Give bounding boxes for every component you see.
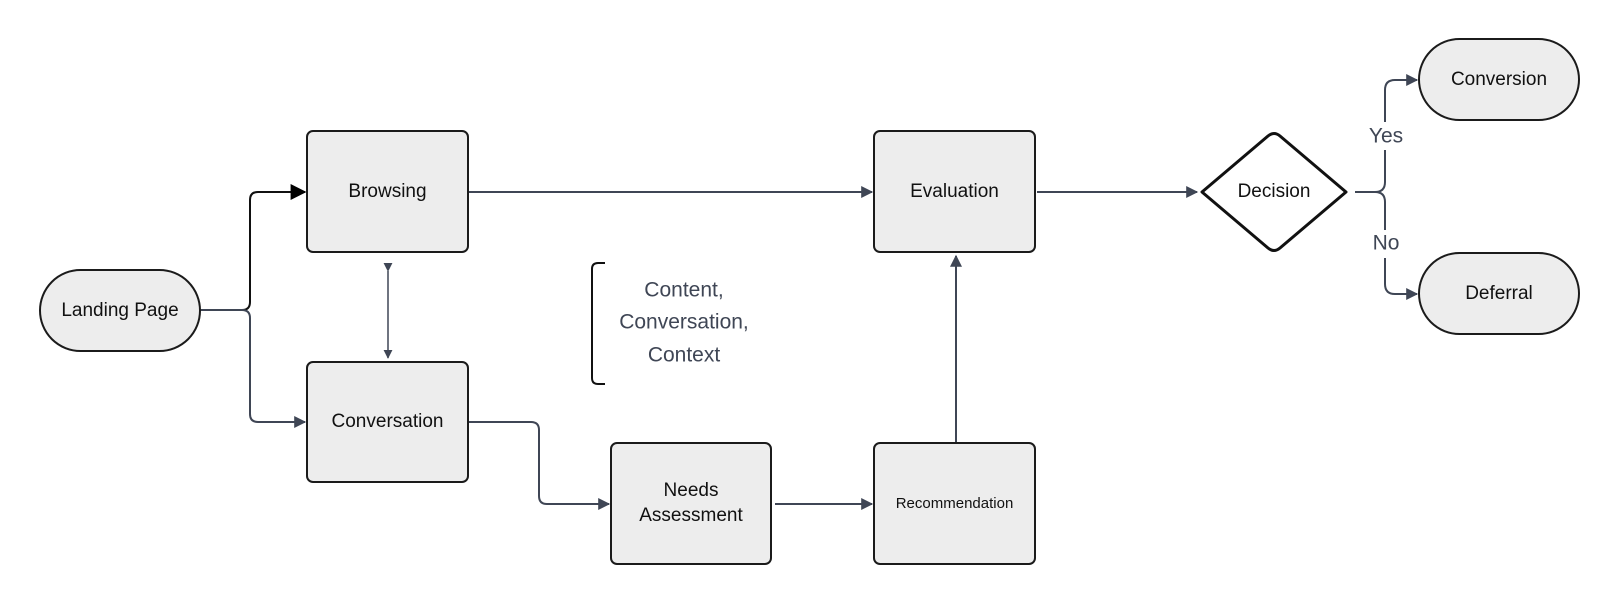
node-evaluation-label: Evaluation <box>910 181 999 202</box>
node-browsing[interactable]: Browsing <box>306 130 469 253</box>
node-deferral-label: Deferral <box>1465 283 1533 304</box>
annotation-context: Content, Conversation, Context <box>591 262 749 385</box>
annotation-bracket <box>591 262 605 385</box>
node-landing-page[interactable]: Landing Page <box>39 269 201 352</box>
node-deferral[interactable]: Deferral <box>1418 252 1580 335</box>
node-recommendation[interactable]: Recommendation <box>873 442 1036 565</box>
edge-label-yes: Yes <box>1369 125 1403 148</box>
node-conversion-label: Conversion <box>1451 69 1547 90</box>
node-needs-assessment-label-line2: Assessment <box>639 505 743 526</box>
node-landing-page-label: Landing Page <box>61 300 178 321</box>
node-needs-assessment[interactable]: Needs Assessment <box>610 442 772 565</box>
node-conversion[interactable]: Conversion <box>1418 38 1580 121</box>
edge-label-no-bg <box>1368 230 1404 258</box>
annotation-line-1: Content, <box>644 279 723 302</box>
annotation-line-2: Conversation, <box>619 311 749 334</box>
node-conversation[interactable]: Conversation <box>306 361 469 483</box>
node-decision-label: Decision <box>1238 181 1311 202</box>
node-evaluation[interactable]: Evaluation <box>873 130 1036 253</box>
node-needs-assessment-label-line1: Needs <box>664 480 719 501</box>
edge-landing-to-browsing <box>196 184 307 311</box>
node-browsing-label: Browsing <box>348 181 426 202</box>
edge-landing-to-conversation <box>196 309 307 428</box>
node-decision[interactable]: Decision <box>1200 132 1348 252</box>
edge-label-no: No <box>1373 232 1400 255</box>
node-conversation-label: Conversation <box>332 411 444 432</box>
annotation-line-3: Context <box>648 344 721 367</box>
node-recommendation-label: Recommendation <box>896 495 1014 512</box>
edge-label-yes-bg <box>1366 122 1406 150</box>
edge-conversation-to-needs-assessment <box>469 421 611 510</box>
